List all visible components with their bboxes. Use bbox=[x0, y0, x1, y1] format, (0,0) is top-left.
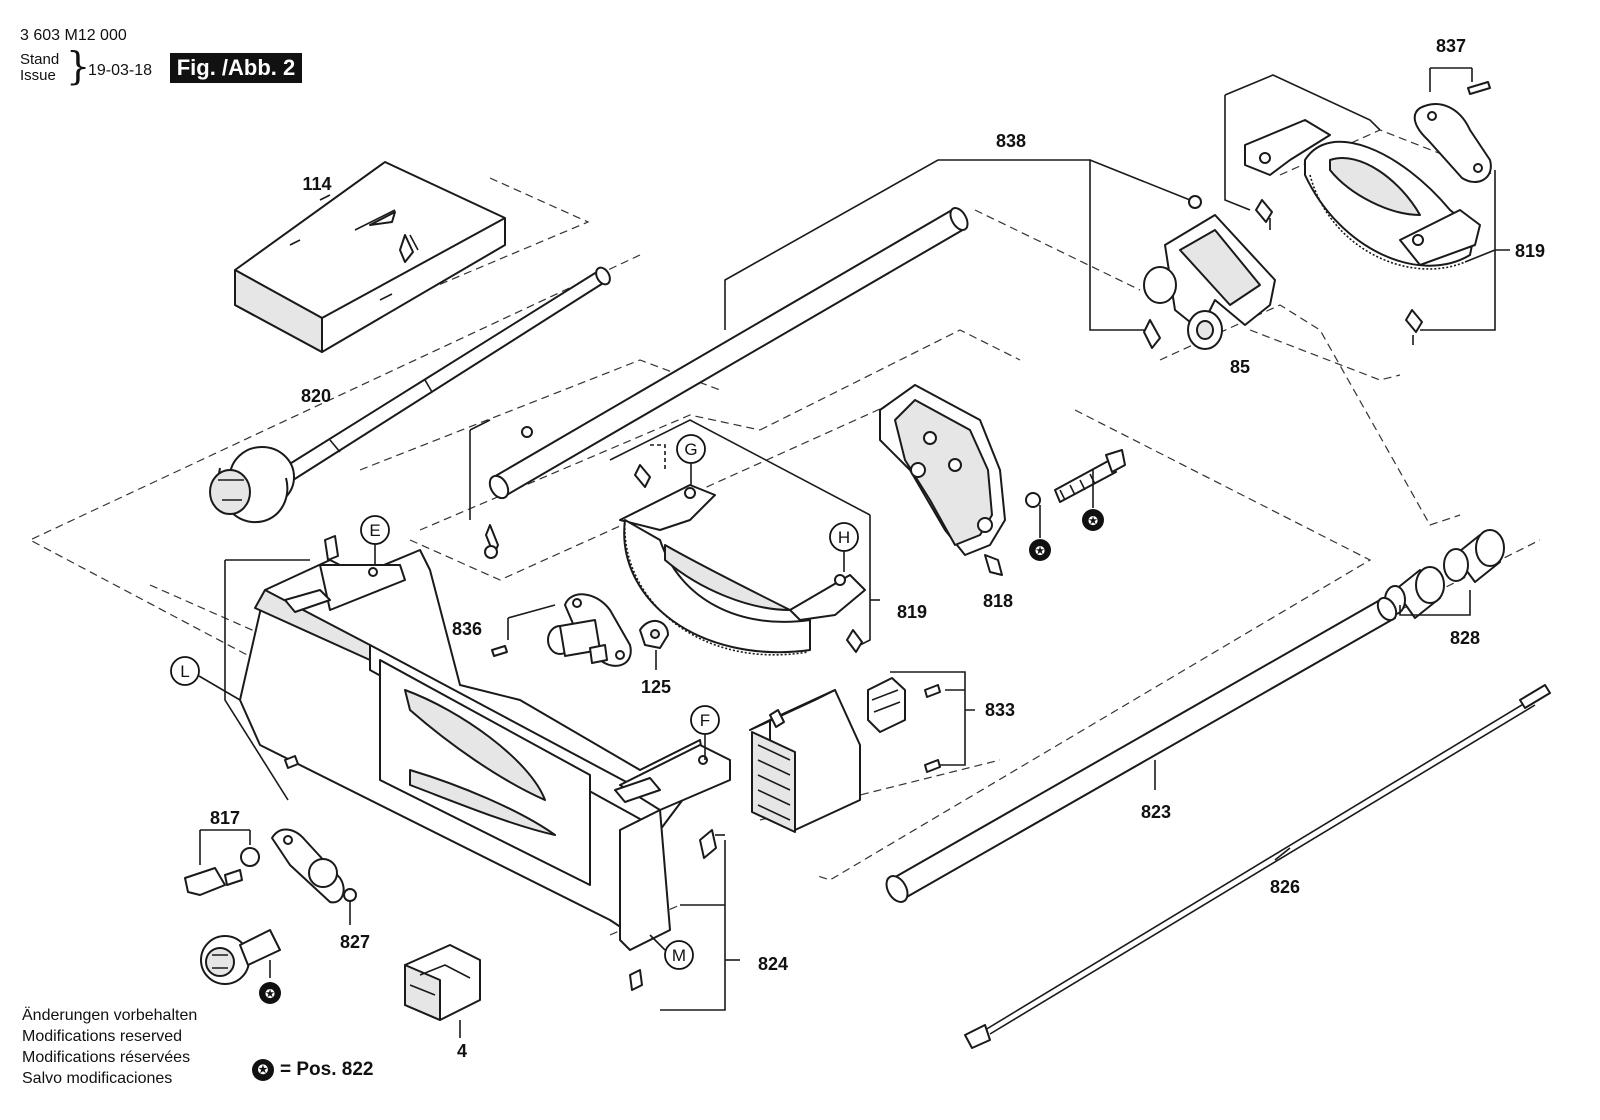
part-label-827: 827 bbox=[340, 932, 370, 952]
issue-label: Issue bbox=[20, 67, 56, 84]
leader-819-top bbox=[1420, 170, 1510, 331]
part-label-833: 833 bbox=[985, 700, 1015, 720]
star-icon: ✪ bbox=[252, 1059, 274, 1081]
figure-label: Fig. /Abb. 2 bbox=[170, 53, 302, 83]
part-label-820: 820 bbox=[301, 386, 331, 406]
svg-text:✪: ✪ bbox=[1088, 514, 1098, 528]
note-spanish: Salvo modificaciones bbox=[22, 1070, 173, 1087]
svg-text:✪: ✪ bbox=[1035, 544, 1045, 558]
blade-guard-mid-819 bbox=[609, 419, 880, 656]
part-label-836: 836 bbox=[452, 619, 482, 639]
switch-box-part-833 bbox=[749, 671, 975, 833]
shaft-part-820 bbox=[209, 266, 611, 524]
switch-part-4 bbox=[404, 944, 481, 1038]
blade-guard-top-819 bbox=[1224, 74, 1481, 345]
bracket-plate-part-818 bbox=[879, 384, 1126, 576]
part-label-826: 826 bbox=[1270, 877, 1300, 897]
document-number: 3 603 M12 000 bbox=[20, 27, 127, 44]
part-label-828: 828 bbox=[1450, 628, 1480, 648]
part-label-819-top: 819 bbox=[1515, 241, 1545, 261]
callout-f: F bbox=[700, 711, 710, 730]
bushing-part-828 bbox=[1384, 529, 1505, 619]
bracket-part-85 bbox=[1143, 195, 1276, 350]
part-label-85: 85 bbox=[1230, 357, 1250, 377]
position-note: ✪ = Pos. 822 bbox=[252, 1057, 373, 1083]
thumbscrew-part-817 bbox=[184, 829, 260, 896]
callout-l: L bbox=[180, 662, 189, 681]
svg-text:✪: ✪ bbox=[265, 987, 275, 1001]
part-label-125: 125 bbox=[641, 677, 671, 697]
part-label-838: 838 bbox=[996, 131, 1026, 151]
knob-assembly bbox=[200, 929, 281, 985]
cable-part-826 bbox=[964, 684, 1551, 1049]
part-label-824: 824 bbox=[758, 954, 788, 974]
rod-part-838 bbox=[484, 207, 969, 559]
part-label-4: 4 bbox=[457, 1041, 467, 1061]
stand-label: Stand bbox=[20, 51, 60, 68]
part-label-837: 837 bbox=[1436, 36, 1466, 56]
position-note-text: = Pos. 822 bbox=[280, 1059, 374, 1080]
rod-part-823 bbox=[885, 596, 1398, 903]
callout-h: H bbox=[838, 528, 850, 547]
part-label-818: 818 bbox=[983, 591, 1013, 611]
pivot-part-836 bbox=[491, 593, 632, 667]
clip-part-125 bbox=[639, 620, 669, 670]
note-german: Änderungen vorbehalten bbox=[22, 1007, 198, 1024]
issue-date: 19-03-18 bbox=[88, 62, 153, 79]
modification-notes: Änderungen vorbehalten Modifications res… bbox=[22, 1005, 197, 1089]
callout-e: E bbox=[369, 521, 380, 540]
lever-part-827 bbox=[271, 828, 357, 925]
part-label-817: 817 bbox=[210, 808, 240, 828]
brace-icon: } bbox=[66, 44, 91, 88]
star-markers: ✪ ✪ ✪ bbox=[259, 470, 1104, 1004]
part-label-114: 114 bbox=[302, 174, 331, 194]
stand-issue-label: Stand Issue bbox=[20, 52, 70, 84]
note-english: Modifications reserved bbox=[22, 1028, 183, 1045]
part-label-823: 823 bbox=[1141, 802, 1171, 822]
note-french: Modifications réservées bbox=[22, 1049, 191, 1066]
callout-m: M bbox=[672, 946, 686, 965]
callout-circles bbox=[170, 434, 859, 970]
link-part-837 bbox=[1413, 67, 1492, 183]
callout-g: G bbox=[684, 440, 697, 459]
tray-part-114 bbox=[234, 161, 506, 353]
leader-838 bbox=[469, 159, 1191, 520]
part-label-819-mid: 819 bbox=[897, 602, 927, 622]
